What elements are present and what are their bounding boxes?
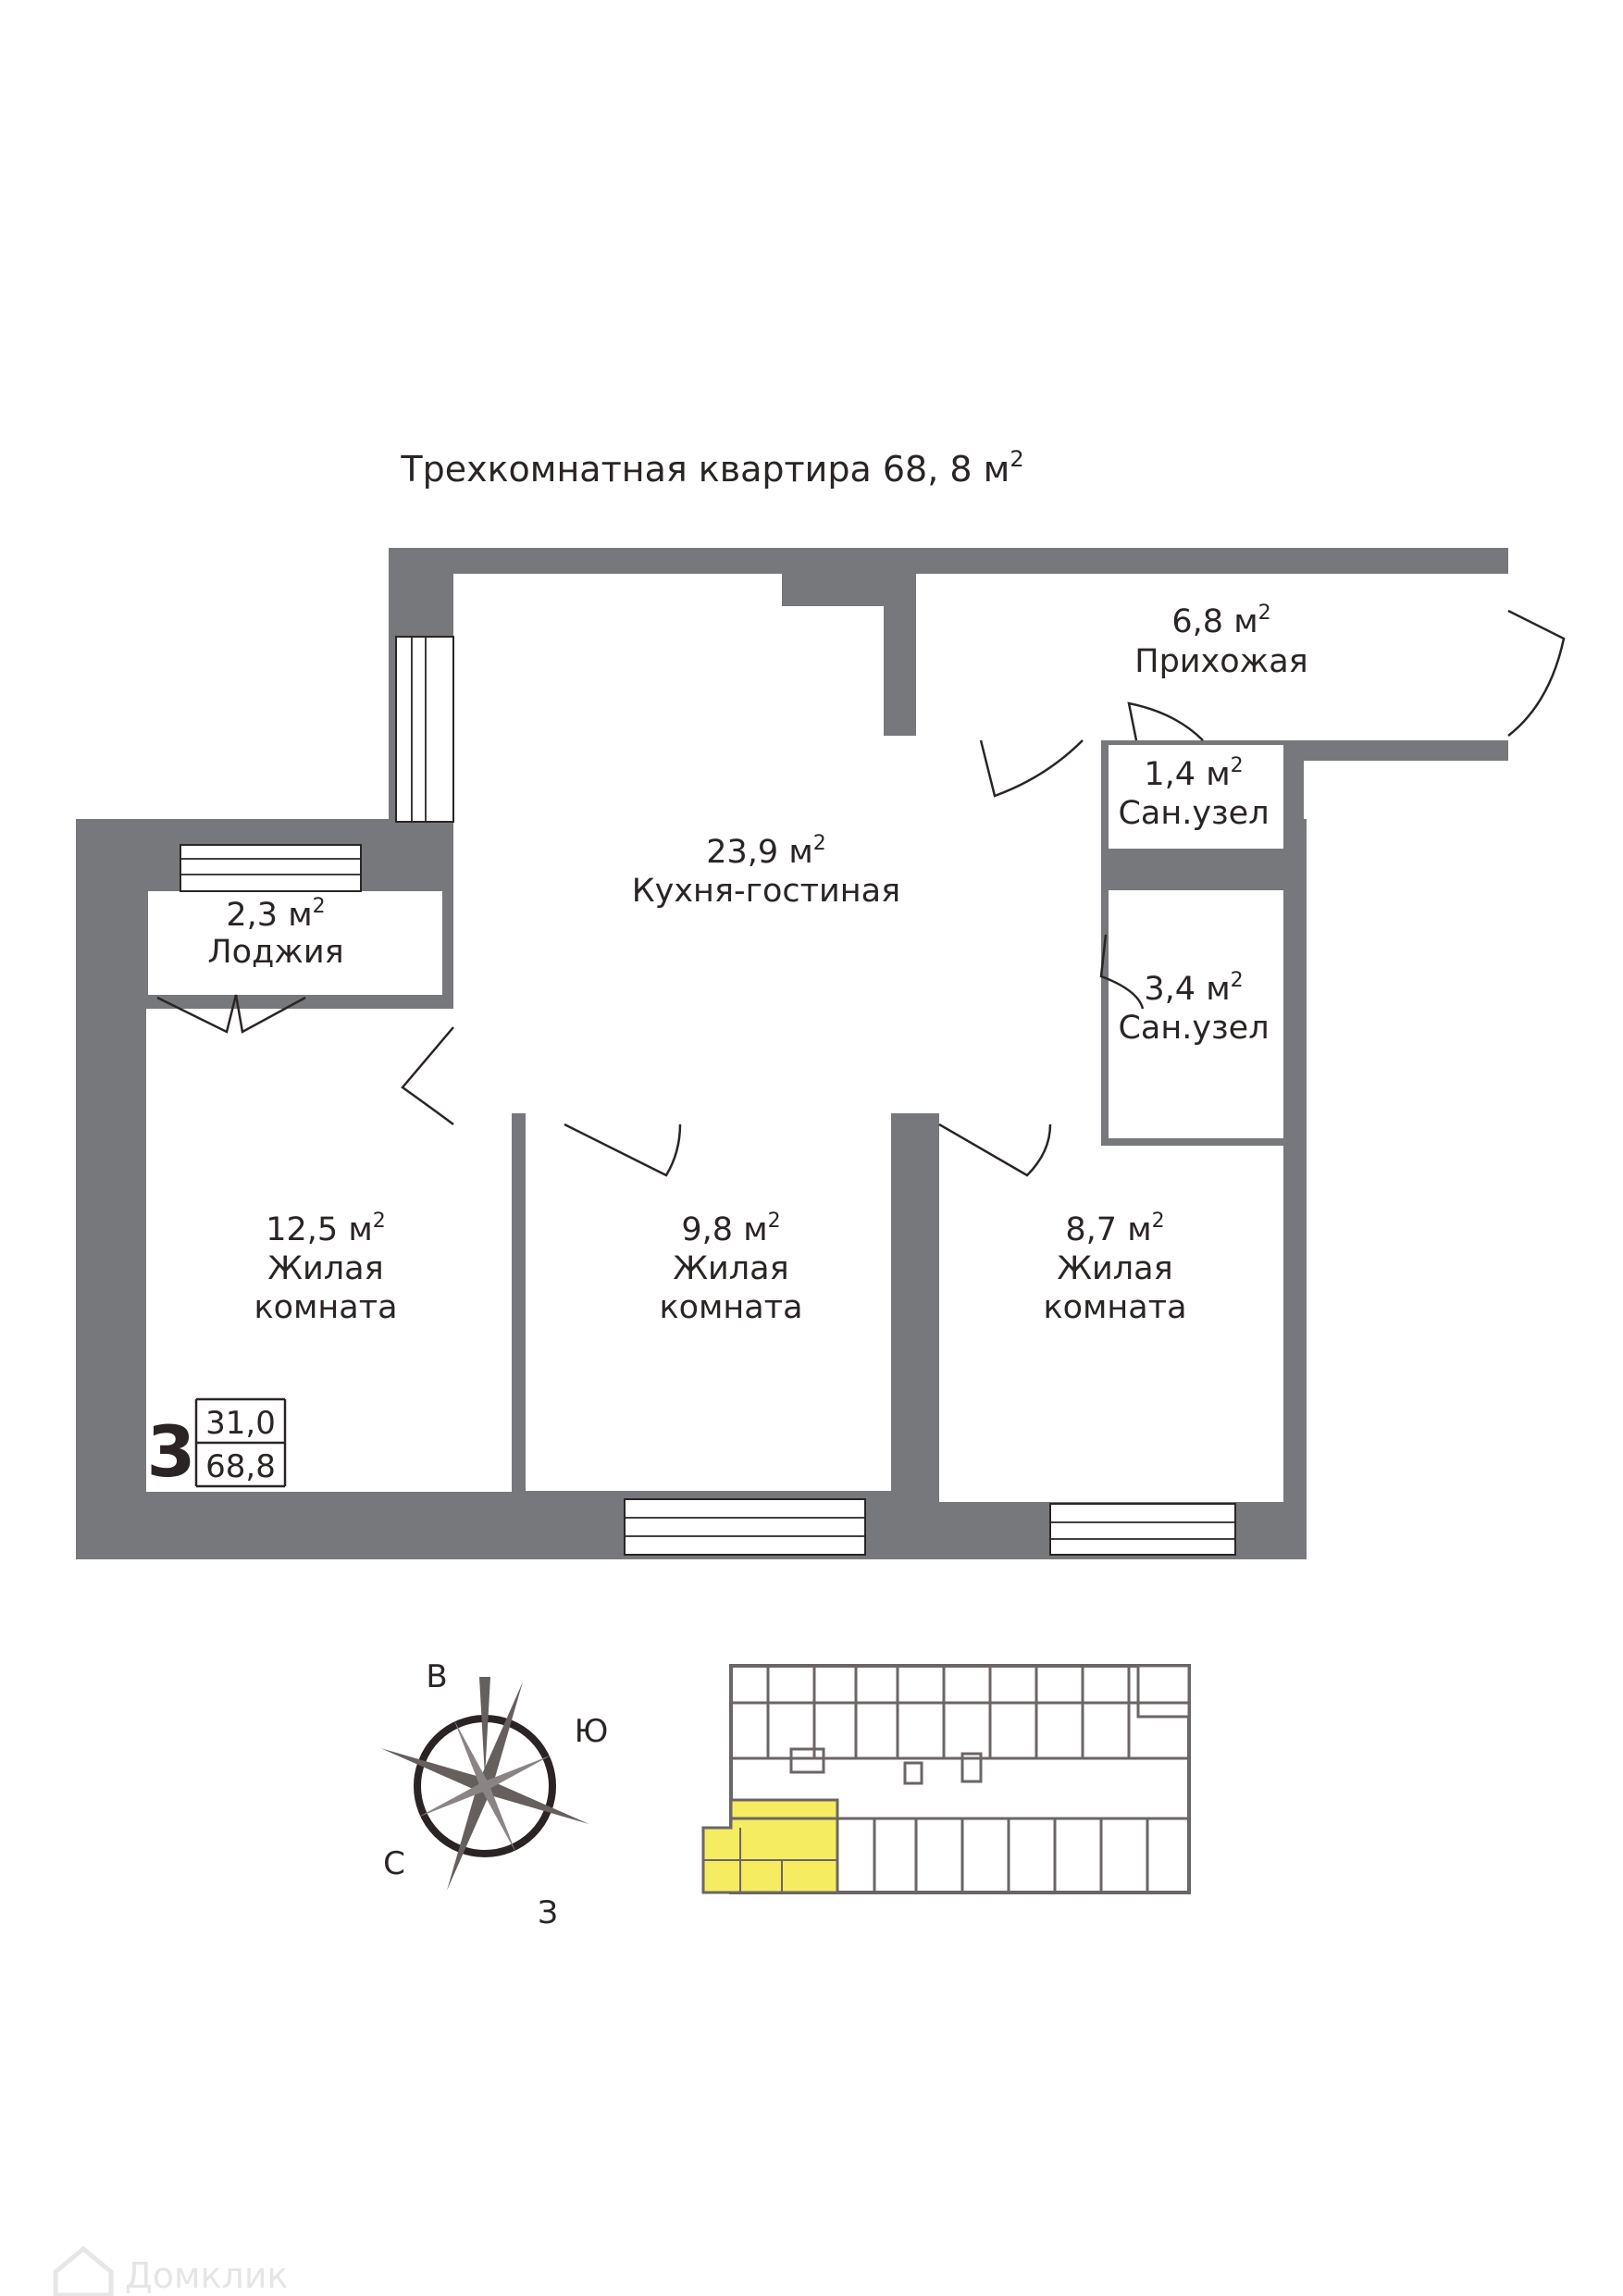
- room-name2-bedroom-middle: комната: [659, 1289, 802, 1326]
- room-name2-bedroom-right: комната: [1043, 1289, 1186, 1326]
- room-area-hallway: 6,8 м2: [1171, 602, 1270, 640]
- compass-label-west: С: [383, 1845, 405, 1882]
- minimap-highlight: [701, 1798, 839, 1894]
- room-area-kitchen-living: 23,9 м2: [706, 832, 825, 871]
- room-area-bedroom-middle: 9,8 м2: [681, 1210, 780, 1248]
- room-area-bedroom-right: 8,7 м2: [1065, 1210, 1164, 1248]
- badge-rooms: 3: [147, 1410, 196, 1493]
- room-name-bath-small: Сан.узел: [1118, 795, 1269, 832]
- badge-living-area: 31,0: [205, 1405, 276, 1442]
- house-logo-icon: [53, 2245, 114, 2296]
- room-labels: 6,8 м2 Прихожая 1,4 м2 Сан.узел 23,9 м2 …: [207, 602, 1307, 1326]
- room-name-hallway: Прихожая: [1134, 643, 1307, 680]
- badge-total-area: 68,8: [205, 1448, 276, 1485]
- floor-minimap: [701, 1664, 1191, 1894]
- room-area-bedroom-left: 12,5 м2: [266, 1210, 385, 1248]
- compass: В Ю З С: [380, 1658, 609, 1931]
- room-name-bedroom-left: Жилая: [267, 1250, 383, 1287]
- room-area-bath-small: 1,4 м2: [1144, 754, 1243, 793]
- room-area-bath-large: 3,4 м2: [1144, 969, 1243, 1008]
- compass-label-east: Ю: [575, 1713, 609, 1750]
- room-area-loggia: 2,3 м2: [226, 895, 325, 934]
- interior-walls: [442, 740, 1286, 1502]
- compass-label-south: З: [538, 1894, 558, 1931]
- room-fills: [146, 574, 1508, 1502]
- doors: [156, 609, 1566, 1177]
- apartment-badge: 3 31,0 68,8: [147, 1397, 287, 1493]
- watermark: Домклик: [53, 2245, 289, 2296]
- room-name-kitchen-living: Кухня-гостиная: [632, 873, 900, 910]
- room-name2-bedroom-left: комната: [254, 1289, 397, 1326]
- room-name-loggia: Лоджия: [207, 934, 343, 971]
- windows: [180, 636, 1236, 1556]
- room-name-bedroom-middle: Жилая: [673, 1250, 788, 1287]
- plan-title: Трехкомнатная квартира 68, 8 м2: [400, 446, 1023, 490]
- compass-label-north: В: [426, 1658, 447, 1695]
- room-name-bedroom-right: Жилая: [1057, 1250, 1172, 1287]
- watermark-text: Домклик: [125, 2255, 289, 2296]
- room-name-bath-large: Сан.узел: [1118, 1010, 1269, 1047]
